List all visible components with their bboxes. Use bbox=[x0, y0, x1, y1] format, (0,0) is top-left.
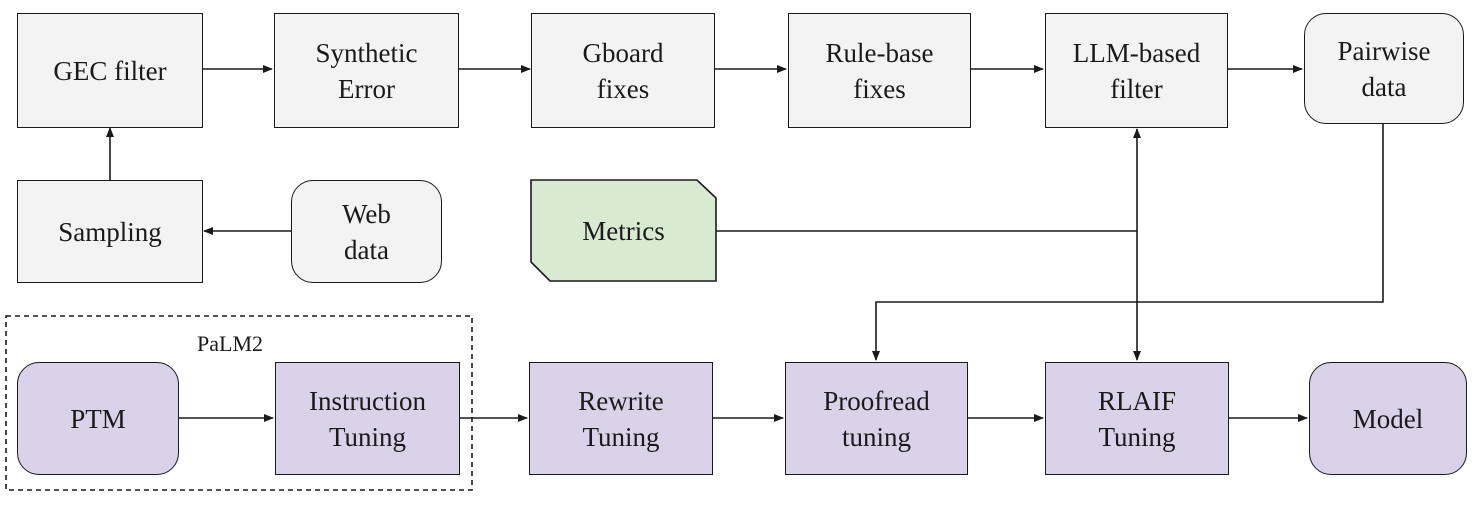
llm-filter-node: LLM-based filter bbox=[1045, 13, 1228, 128]
rulebase-fixes-node: Rule-base fixes bbox=[788, 13, 971, 128]
metrics-node-shape bbox=[530, 179, 717, 282]
proofread-tuning-node: Proofread tuning bbox=[785, 362, 968, 475]
gboard-fixes-node: Gboard fixes bbox=[531, 13, 715, 128]
sampling-node: Sampling bbox=[17, 180, 203, 283]
rlaif-tuning-node: RLAIF Tuning bbox=[1045, 362, 1229, 475]
edge-pairwise-proofread bbox=[872, 124, 1384, 361]
palm2-group-box bbox=[5, 315, 473, 491]
ptm-node: PTM bbox=[17, 362, 179, 475]
instruction-tuning-node: Instruction Tuning bbox=[275, 362, 460, 475]
palm2-group-label: PaLM2 bbox=[197, 331, 263, 356]
gec-filter-node: GEC filter bbox=[17, 13, 203, 128]
rewrite-tuning-node: Rewrite Tuning bbox=[529, 362, 713, 475]
web-data-node: Web data bbox=[291, 180, 442, 283]
metrics-label: Metrics bbox=[582, 215, 665, 246]
model-node: Model bbox=[1309, 362, 1467, 475]
pairwise-data-node: Pairwise data bbox=[1304, 13, 1464, 124]
synthetic-error-node: Synthetic Error bbox=[274, 13, 459, 128]
